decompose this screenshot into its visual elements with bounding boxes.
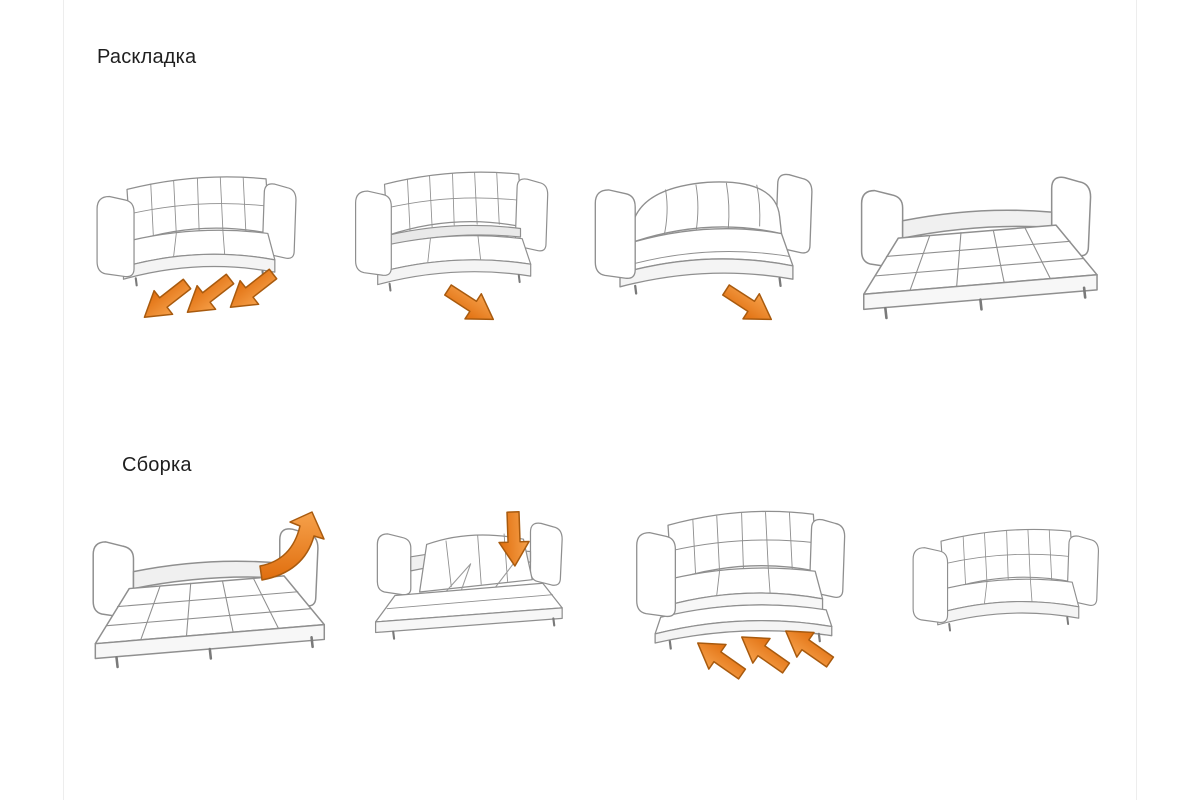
sofa-base-protruding-icon — [635, 510, 846, 650]
sofa-assembled-icon — [912, 528, 1100, 632]
section-title-folding: Сборка — [122, 454, 192, 476]
sofa-seat-pulled-out-icon — [354, 171, 549, 292]
folding-step-1-illustration — [91, 511, 326, 669]
folding-step-1 — [72, 486, 332, 682]
unfolding-step-3-illustration — [594, 173, 814, 333]
unfolding-step-4-illustration — [860, 175, 1098, 320]
unfolding-step-3 — [578, 140, 838, 336]
page-left-edge — [63, 0, 64, 800]
unfolding-step-4 — [838, 140, 1098, 336]
unfolding-step-2-illustration — [354, 171, 549, 333]
folding-step-2 — [348, 486, 608, 682]
folding-step-2-illustration — [374, 510, 564, 640]
folding-step-4-illustration — [912, 528, 1100, 632]
arrow-down-right-icon — [717, 276, 781, 333]
arrow-down-left-icon — [134, 261, 283, 330]
sofa-backrest-folding-icon — [594, 173, 814, 295]
unfolding-step-1-illustration — [96, 175, 298, 330]
section-title-unfolding: Раскладка — [97, 46, 197, 68]
arrow-down-right-icon — [439, 276, 503, 333]
sofa-assembled-icon — [96, 175, 298, 287]
unfolding-step-2 — [330, 142, 590, 338]
folding-step-3-illustration — [635, 510, 846, 682]
folding-step-4 — [884, 486, 1144, 682]
page-right-edge — [1136, 0, 1137, 800]
bed-half-folded-icon — [374, 522, 564, 640]
folding-step-3 — [616, 486, 876, 682]
unfolding-step-1 — [75, 142, 335, 338]
bed-unfolded-flat-icon — [860, 175, 1098, 320]
